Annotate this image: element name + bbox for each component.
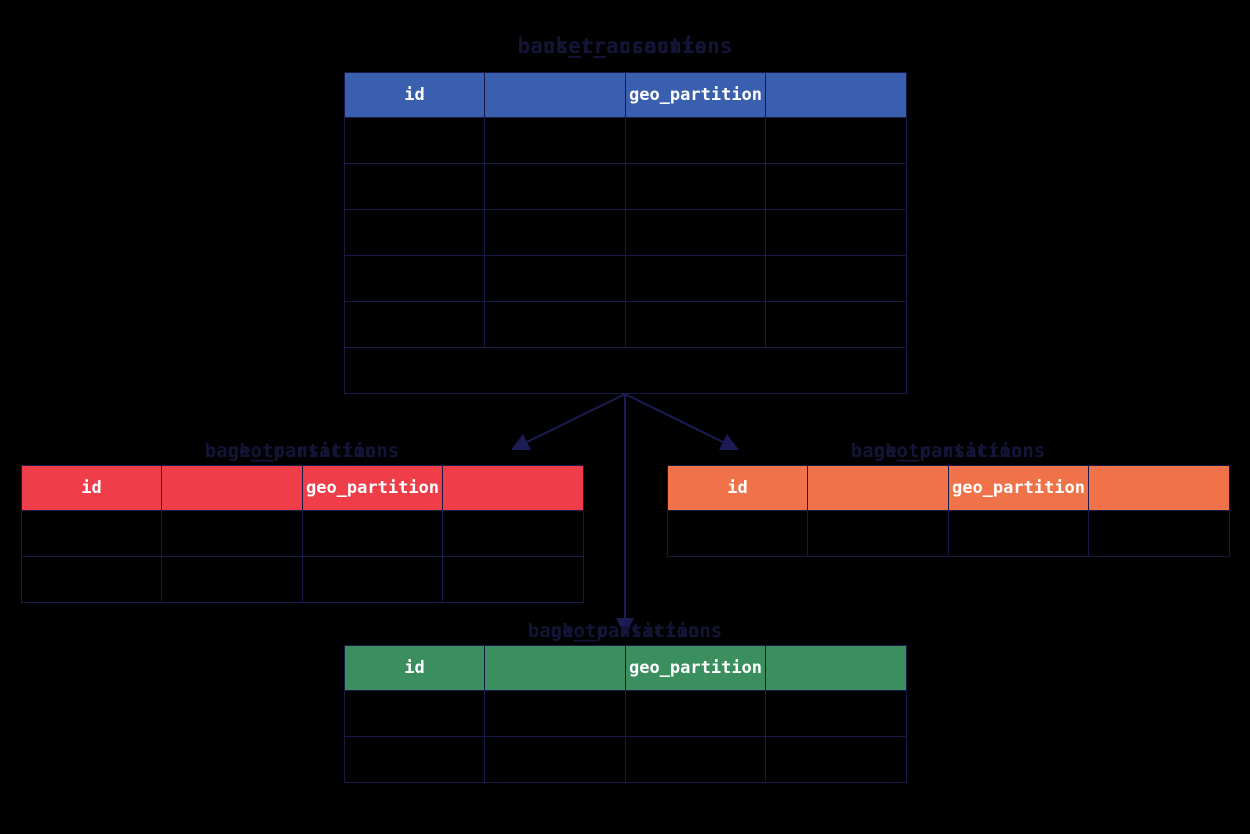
- table-header-row: id geo_partition: [344, 72, 907, 118]
- cell-id: 1: [21, 510, 162, 557]
- table-row: 1 US: [21, 510, 584, 557]
- table-header-row: id geo_partition: [667, 465, 1230, 511]
- cell-blank-1: [484, 255, 626, 302]
- india-partition-title-primary: bank_transactions: [850, 440, 1046, 462]
- table-row: 1 US: [344, 117, 907, 164]
- cell-id: 3: [344, 209, 485, 256]
- india-partition-body: 2 India: [667, 510, 1230, 557]
- table-row: 3 EU: [344, 209, 907, 256]
- table-row: 2 India: [667, 510, 1230, 557]
- cell-blank-1: [161, 556, 303, 603]
- cell-blank-2: [765, 301, 907, 348]
- column-header-blank-2[interactable]: [1088, 465, 1230, 511]
- main-table-title-secondary: user_accounts: [542, 34, 708, 58]
- cell-id: 1: [344, 117, 485, 164]
- cell-geo-partition: India: [625, 163, 766, 210]
- partition-table-us: id geo_partition 1 US 4 US: [21, 465, 584, 603]
- us-partition-title-primary: bank_transactions: [204, 440, 400, 462]
- column-header-blank-1[interactable]: [161, 465, 303, 511]
- cell-geo-partition: US: [302, 556, 443, 603]
- column-header-blank-2[interactable]: [765, 72, 907, 118]
- eu-partition-title: bank_transactions geo_partition: [344, 616, 906, 646]
- main-table-title-primary: bank_transactions: [517, 34, 733, 58]
- india-partition-title-secondary: geo_partition: [873, 440, 1023, 462]
- table-header-row: id geo_partition: [21, 465, 584, 511]
- column-header-geo-partition[interactable]: geo_partition: [302, 465, 443, 511]
- cell-id: 2: [667, 510, 808, 557]
- eu-partition-title-primary: bank_transactions: [527, 620, 723, 642]
- eu-partition-title-secondary: geo_partition: [550, 620, 700, 642]
- table-row: 3 EU: [344, 690, 907, 737]
- cell-blank-2: [765, 209, 907, 256]
- cell-blank-2: [765, 736, 907, 783]
- cell-blank-2: [765, 117, 907, 164]
- cell-geo-partition: EU: [625, 209, 766, 256]
- cell-id: 4: [344, 255, 485, 302]
- cell-id: 5: [344, 301, 485, 348]
- cell-blank-2: [442, 556, 584, 603]
- cell-blank-1: [484, 690, 626, 737]
- table-row: 5 EU: [344, 736, 907, 783]
- cell-id: 5: [344, 736, 485, 783]
- cell-geo-partition: US: [625, 255, 766, 302]
- column-header-blank-1[interactable]: [484, 645, 626, 691]
- column-header-id[interactable]: id: [344, 645, 485, 691]
- column-header-geo-partition[interactable]: geo_partition: [625, 72, 766, 118]
- india-partition-title: bank_transactions geo_partition: [667, 436, 1229, 466]
- cell-blank-2: [765, 690, 907, 737]
- partition-table-eu: id geo_partition 3 EU 5 EU: [344, 645, 907, 783]
- main-table-title: bank_transactions user_accounts: [344, 31, 906, 61]
- cell-geo-partition: India: [948, 510, 1089, 557]
- cell-blank-1: [161, 510, 303, 557]
- cell-blank-2: [765, 163, 907, 210]
- cell-blank-1: [484, 736, 626, 783]
- cell-id: 2: [344, 163, 485, 210]
- cell-blank-1: [484, 209, 626, 256]
- column-header-blank-2[interactable]: [442, 465, 584, 511]
- main-table-body: 1 US 2 India 3 EU 4 US: [344, 117, 907, 394]
- cell-id: 3: [344, 690, 485, 737]
- table-overflow-row: ...: [344, 347, 907, 394]
- cell-geo-partition: US: [625, 117, 766, 164]
- cell-geo-partition: US: [302, 510, 443, 557]
- cell-blank-1: [807, 510, 949, 557]
- cell-geo-partition: EU: [625, 690, 766, 737]
- cell-blank-1: [484, 163, 626, 210]
- eu-partition-body: 3 EU 5 EU: [344, 690, 907, 783]
- cell-id: 4: [21, 556, 162, 603]
- us-partition-title: bank_transactions geo_partition: [21, 436, 583, 466]
- cell-blank-2: [1088, 510, 1230, 557]
- cell-geo-partition: EU: [625, 736, 766, 783]
- column-header-blank-2[interactable]: [765, 645, 907, 691]
- column-header-id[interactable]: id: [21, 465, 162, 511]
- cell-blank-1: [484, 117, 626, 164]
- us-partition-title-secondary: geo_partition: [227, 440, 377, 462]
- overflow-ellipsis: ...: [344, 347, 907, 394]
- table-header-row: id geo_partition: [344, 645, 907, 691]
- column-header-geo-partition[interactable]: geo_partition: [625, 645, 766, 691]
- column-header-id[interactable]: id: [344, 72, 485, 118]
- cell-geo-partition: EU: [625, 301, 766, 348]
- table-row: 5 EU: [344, 301, 907, 348]
- column-header-blank-1[interactable]: [807, 465, 949, 511]
- cell-blank-1: [484, 301, 626, 348]
- column-header-geo-partition[interactable]: geo_partition: [948, 465, 1089, 511]
- cell-blank-2: [765, 255, 907, 302]
- main-table-bank-transactions: id geo_partition 1 US 2 India 3: [344, 72, 907, 394]
- column-header-id[interactable]: id: [667, 465, 808, 511]
- table-row: 2 India: [344, 163, 907, 210]
- table-row: 4 US: [21, 556, 584, 603]
- column-header-blank-1[interactable]: [484, 72, 626, 118]
- cell-blank-2: [442, 510, 584, 557]
- us-partition-body: 1 US 4 US: [21, 510, 584, 603]
- partition-table-india: id geo_partition 2 India: [667, 465, 1230, 557]
- table-row: 4 US: [344, 255, 907, 302]
